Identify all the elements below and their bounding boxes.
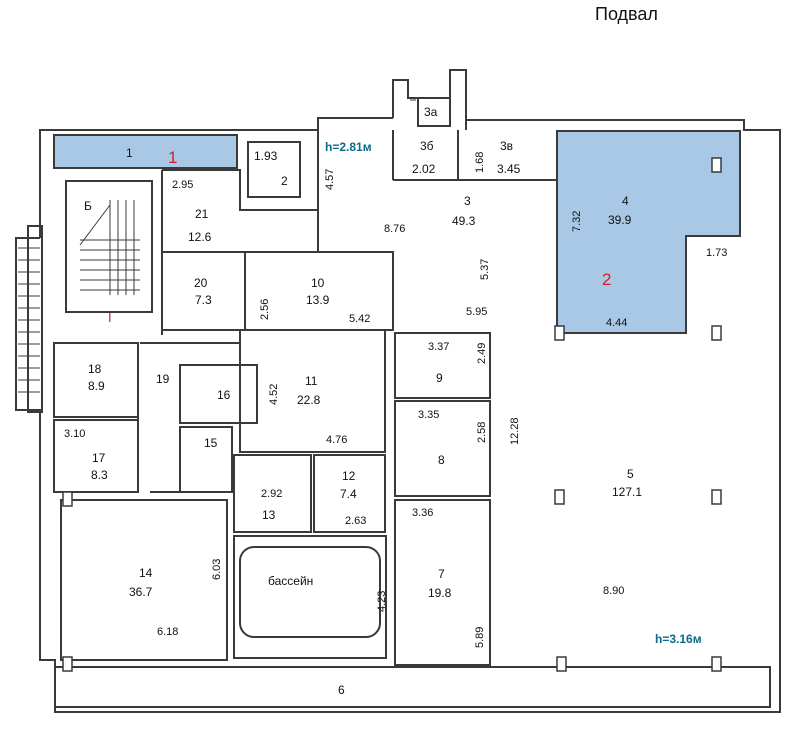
- room-2-dim: 1.93: [254, 149, 278, 163]
- room-7-area: 19.8: [428, 586, 452, 600]
- room-15-label: 15: [204, 436, 218, 450]
- room-14-area: 36.7: [129, 585, 153, 599]
- room-18-area: 8.9: [88, 379, 105, 393]
- dim-12-28: 12.28: [509, 417, 521, 445]
- room-14-number: 14: [139, 566, 153, 580]
- room-21-number: 21: [195, 207, 209, 221]
- room-8-label: 8: [438, 453, 445, 467]
- zone-2-marker: 2: [602, 270, 611, 289]
- floor-title: Подвал: [595, 4, 658, 24]
- room-9-label: 9: [436, 371, 443, 385]
- dim-3-37: 3.37: [428, 341, 449, 353]
- dim-3-36: 3.36: [412, 507, 433, 519]
- dim-2-63: 2.63: [345, 515, 366, 527]
- dim-2-56: 2.56: [259, 299, 271, 320]
- columns: [62, 157, 722, 672]
- dim-4-52: 4.52: [268, 384, 280, 405]
- staircase: [65, 180, 153, 313]
- room-21-area: 12.6: [188, 230, 212, 244]
- room-3v-dim: 3.45: [497, 162, 521, 176]
- room-19-label: 19: [156, 372, 170, 386]
- room-7-number: 7: [438, 567, 445, 581]
- room-13-label: 13: [262, 508, 276, 522]
- dim-8-90: 8.90: [603, 585, 624, 597]
- room-3v-label: 3в: [500, 139, 513, 153]
- room-3a-label: 3а: [424, 105, 438, 119]
- room-5-area: 127.1: [612, 485, 642, 499]
- dim-1-73: 1.73: [706, 247, 727, 259]
- dim-2-58: 2.58: [476, 422, 488, 443]
- room-12-number: 12: [342, 469, 356, 483]
- room-4-area: 39.9: [608, 213, 632, 227]
- dim-3-10: 3.10: [64, 428, 85, 440]
- dim-8-76: 8.76: [384, 223, 405, 235]
- room-4-number: 4: [622, 194, 629, 208]
- room-3-number: 3: [464, 194, 471, 208]
- dim-5-95: 5.95: [466, 306, 487, 318]
- dim-2-49: 2.49: [476, 343, 488, 364]
- interior-walls: [53, 130, 558, 666]
- room-18-number: 18: [88, 362, 102, 376]
- dim-4-44: 4.44: [606, 317, 627, 329]
- zone-1-highlight[interactable]: [53, 134, 238, 169]
- room-6-label: 6: [338, 683, 345, 697]
- room-3b-dim: 2.02: [412, 162, 436, 176]
- height-note-top: h=2.81м: [325, 140, 372, 154]
- dim-5-37: 5.37: [479, 259, 491, 280]
- room-20-number: 20: [194, 276, 208, 290]
- dim-5-89: 5.89: [474, 627, 486, 648]
- dim-2-95: 2.95: [172, 179, 193, 191]
- dim-4-57: 4.57: [324, 169, 336, 190]
- room-17-area: 8.3: [91, 468, 108, 482]
- pool-label: бассейн: [268, 574, 313, 588]
- room-5-number: 5: [627, 467, 634, 481]
- room-11-area: 22.8: [297, 393, 321, 407]
- room-1-label: 1: [126, 146, 133, 160]
- exterior-ramp: [18, 99, 416, 393]
- dim-4-76: 4.76: [326, 434, 347, 446]
- room-i-label: I: [108, 310, 112, 325]
- dim-6-18: 6.18: [157, 626, 178, 638]
- room-10-number: 10: [311, 276, 325, 290]
- dim-1-68: 1.68: [474, 152, 486, 173]
- room-2-label: 2: [281, 174, 288, 188]
- height-note-bottom: h=3.16м: [655, 632, 702, 646]
- dim-2-92: 2.92: [261, 488, 282, 500]
- dim-5-42: 5.42: [349, 313, 370, 325]
- room-3b-label: 3б: [420, 139, 434, 153]
- room-20-area: 7.3: [195, 293, 212, 307]
- room-b-label: Б: [84, 199, 92, 213]
- dim-3-35: 3.35: [418, 409, 439, 421]
- zone-1-marker: 1: [168, 148, 177, 167]
- room-12-area: 7.4: [340, 487, 357, 501]
- room-17-number: 17: [92, 451, 106, 465]
- room-10-area: 13.9: [306, 293, 330, 307]
- room-3-area: 49.3: [452, 214, 476, 228]
- dim-7-32: 7.32: [571, 211, 583, 232]
- room-11-number: 11: [305, 374, 318, 388]
- room-16-label: 16: [217, 388, 231, 402]
- dim-4-23: 4.23: [376, 591, 388, 612]
- dim-6-03: 6.03: [211, 559, 223, 580]
